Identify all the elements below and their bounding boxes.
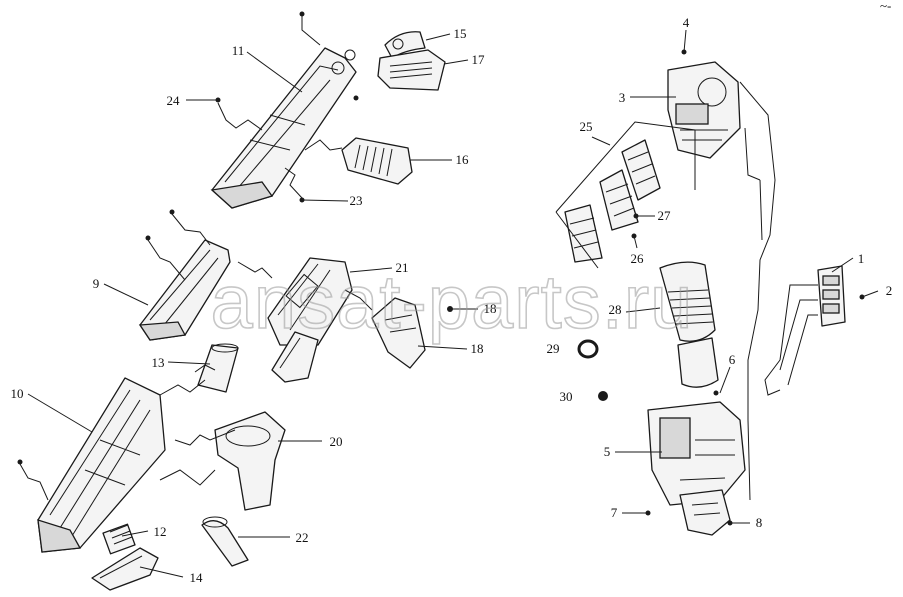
bottom-bracket <box>679 489 731 536</box>
part-17-blower-housing <box>377 49 446 91</box>
part-1-switch-panel <box>817 265 846 327</box>
callout-9: 9 <box>93 276 100 291</box>
callout-2: 2 <box>886 283 893 298</box>
callout-7: 7 <box>611 505 618 520</box>
screw-top-icon <box>299 11 305 17</box>
callout-27: 27 <box>658 208 672 223</box>
part-29-ring <box>577 339 599 359</box>
part-30-plug <box>598 391 608 401</box>
callout-18-upper: 18 <box>484 301 497 316</box>
corner-mark: ~- <box>880 0 891 13</box>
callout-1: 1 <box>858 251 865 266</box>
callout-25: 25 <box>580 119 593 134</box>
callout-8: 8 <box>756 515 763 530</box>
callout-18-lower: 18 <box>471 341 484 356</box>
part-22-hose <box>201 516 249 567</box>
part-11-upper-duct <box>210 47 357 209</box>
filter-frame <box>555 121 696 269</box>
callout-16: 16 <box>456 152 470 167</box>
callout-26: 26 <box>631 251 645 266</box>
part-21-lower-extension <box>271 331 319 383</box>
callout-21: 21 <box>396 260 409 275</box>
part-28-corrugated-duct <box>659 261 719 388</box>
callout-24: 24 <box>167 93 181 108</box>
callout-17: 17 <box>472 52 486 67</box>
callout-20: 20 <box>330 434 343 449</box>
screw-left-mid-icon <box>169 209 175 215</box>
callout-29: 29 <box>547 341 560 356</box>
wiring-harness <box>739 81 818 501</box>
callout-6: 6 <box>729 352 736 367</box>
left-assembly-lines <box>19 16 373 501</box>
callout-10: 10 <box>11 386 24 401</box>
callout-3: 3 <box>619 90 626 105</box>
screw-6-icon <box>713 390 719 396</box>
screw-near-11-icon <box>353 95 359 101</box>
callout-22: 22 <box>296 530 309 545</box>
callout-11: 11 <box>232 43 245 58</box>
watermark-text: ansat-parts.ru <box>211 260 694 345</box>
screw-left-low-icon <box>17 459 23 465</box>
callout-labels: 1 2 3 4 5 6 7 8 9 10 11 12 13 14 15 16 1… <box>11 15 893 585</box>
part-18-outlet-housing <box>371 297 426 369</box>
callout-14: 14 <box>190 570 204 585</box>
callout-30: 30 <box>560 389 573 404</box>
part-16-corrugated-duct <box>341 137 413 185</box>
callout-28: 28 <box>609 302 622 317</box>
screw-left-mid2-icon <box>145 235 151 241</box>
part-20-bent-duct <box>214 411 286 511</box>
part-14-nozzle <box>91 547 159 591</box>
callout-23: 23 <box>350 193 363 208</box>
callout-5: 5 <box>604 444 611 459</box>
callout-13: 13 <box>152 355 165 370</box>
callout-4: 4 <box>683 15 690 30</box>
part-21-grille-duct <box>267 257 353 346</box>
part-13-small-duct <box>197 343 239 393</box>
callout-15: 15 <box>454 26 467 41</box>
callout-leaders <box>27 29 879 578</box>
callout-12: 12 <box>154 524 167 539</box>
part-3-heater-unit <box>667 61 741 159</box>
part-5-lower-housing <box>647 401 746 506</box>
part-25-filter-set <box>564 139 661 263</box>
part-9-duct-section <box>138 239 231 341</box>
part-10-lower-duct <box>37 377 166 553</box>
part-12-corrugated-hose <box>102 523 136 555</box>
